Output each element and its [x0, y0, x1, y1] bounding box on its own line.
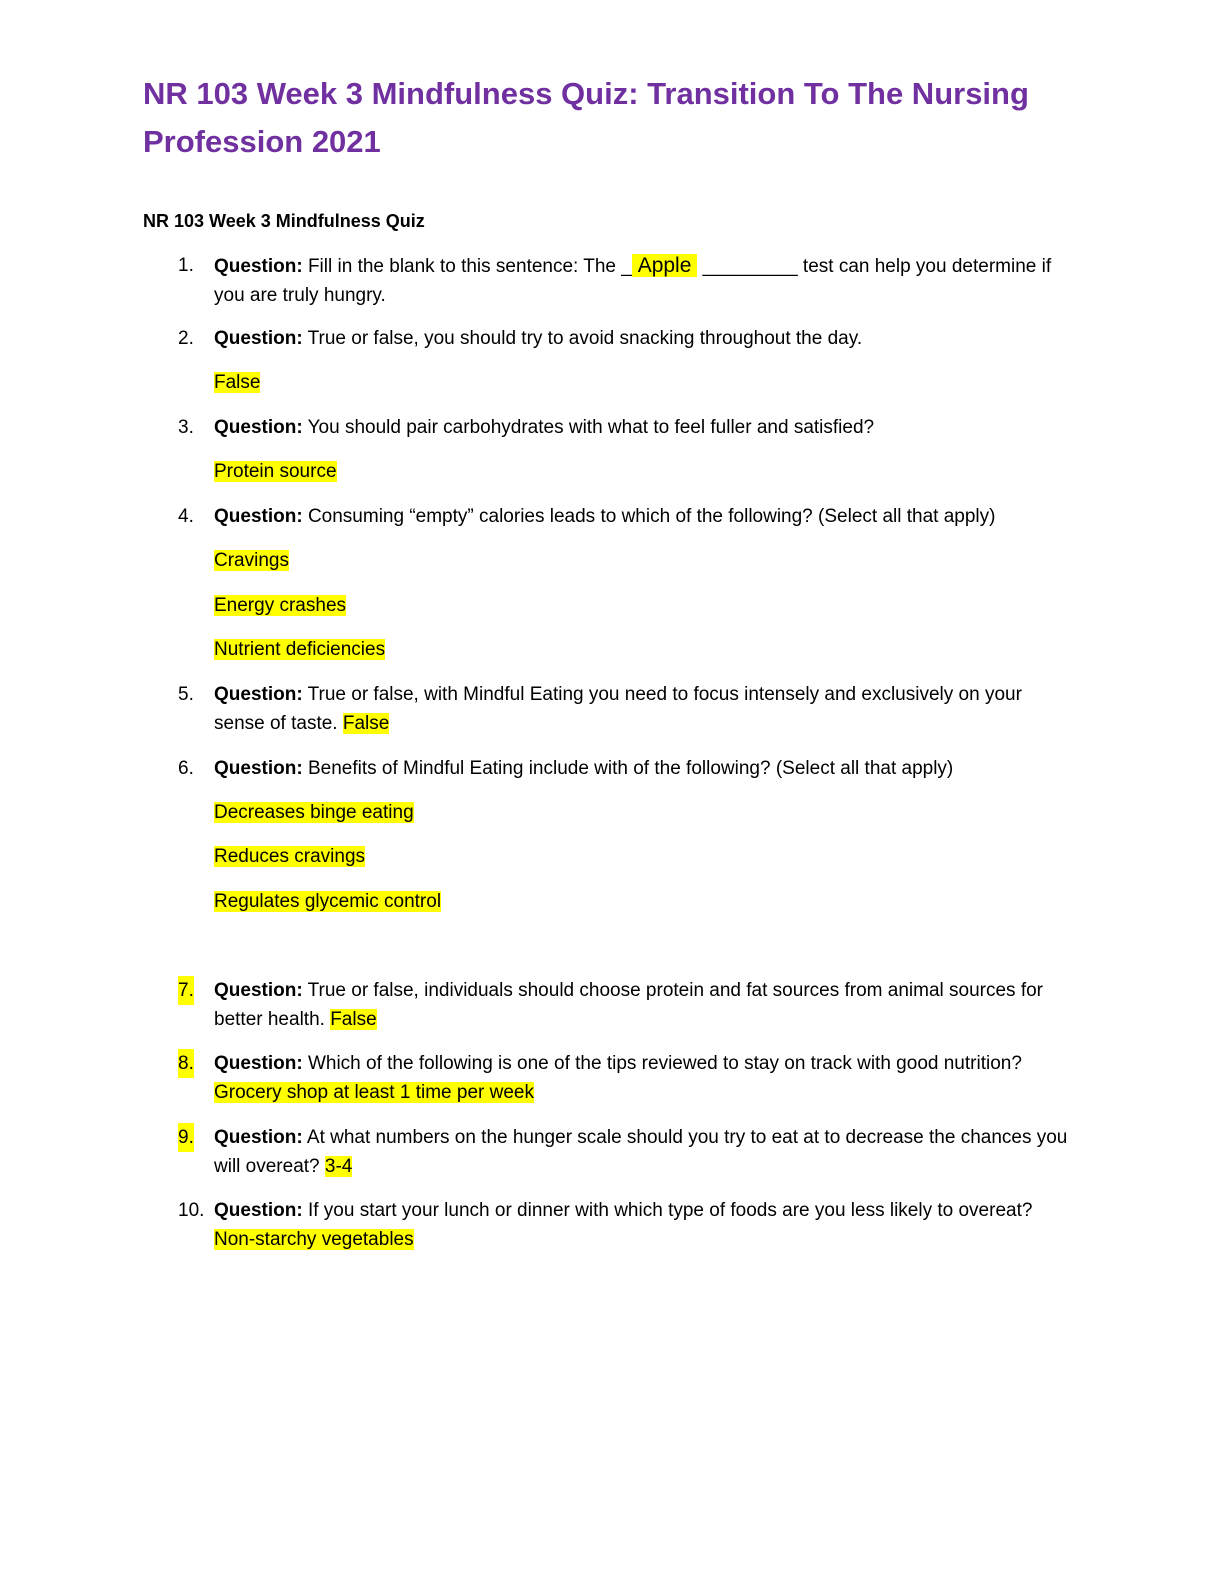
question-label: Question:: [214, 417, 303, 438]
question-number: 7.: [178, 976, 194, 1005]
answer-item: Decreases binge eating: [214, 802, 414, 823]
question-label: Question:: [214, 1200, 303, 1221]
question-text: Question: Fill in the blank to this sent…: [214, 254, 1052, 306]
question-text: Question: If you start your lunch or din…: [214, 1200, 1033, 1250]
question-label: Question:: [214, 758, 303, 779]
quiz-subtitle: NR 103 Week 3 Mindfulness Quiz: [143, 211, 425, 231]
question-number: 6.: [178, 758, 194, 779]
answer-highlight: Grocery shop at least 1 time per week: [214, 1082, 534, 1103]
question-label: Question:: [214, 328, 303, 349]
question-text: Question: True or false, you should try …: [214, 328, 863, 349]
answer-item: Energy crashes: [214, 595, 347, 616]
answer-highlight: 3-4: [324, 1156, 353, 1177]
answer-item: Regulates glycemic control: [214, 891, 442, 912]
answer-item: False: [214, 372, 261, 393]
question-label: Question:: [214, 1053, 303, 1074]
question-number: 1.: [178, 255, 194, 276]
question-text: Question: True or false, with Mindful Ea…: [214, 684, 1022, 734]
answer-item: Cravings: [214, 550, 289, 571]
answer-item: Reduces cravings: [214, 846, 366, 867]
question-number: 4.: [178, 506, 194, 527]
question-label: Question:: [214, 684, 303, 705]
answer-highlight: False: [330, 1009, 377, 1030]
answer-highlight: Non-starchy vegetables: [214, 1229, 414, 1250]
question-number: 5.: [178, 684, 194, 705]
question-label: Question:: [214, 980, 303, 1001]
question-label: Question:: [214, 506, 303, 527]
question-label: Question:: [214, 256, 303, 277]
answer-item: Protein source: [214, 461, 337, 482]
question-text: Question: True or false, individuals sho…: [214, 980, 1043, 1030]
question-number: 10.: [178, 1200, 205, 1221]
question-text: Question: Consuming “empty” calories lea…: [214, 506, 996, 527]
question-text: Question: Benefits of Mindful Eating inc…: [214, 758, 954, 779]
answer-highlight: Apple: [631, 254, 698, 277]
question-text: Question: You should pair carbohydrates …: [214, 417, 875, 438]
question-label: Question:: [214, 1127, 303, 1148]
question-text: Question: At what numbers on the hunger …: [214, 1127, 1068, 1177]
document-title: NR 103 Week 3 Mindfulness Quiz: Transiti…: [143, 76, 1029, 159]
answer-highlight: False: [342, 713, 390, 734]
question-text: Question: Which of the following is one …: [214, 1053, 1022, 1103]
question-number: 8.: [178, 1049, 194, 1078]
answer-item: Nutrient deficiencies: [214, 639, 386, 660]
question-number: 9.: [178, 1123, 194, 1152]
question-number: 3.: [178, 417, 194, 438]
question-number: 2.: [178, 328, 194, 349]
